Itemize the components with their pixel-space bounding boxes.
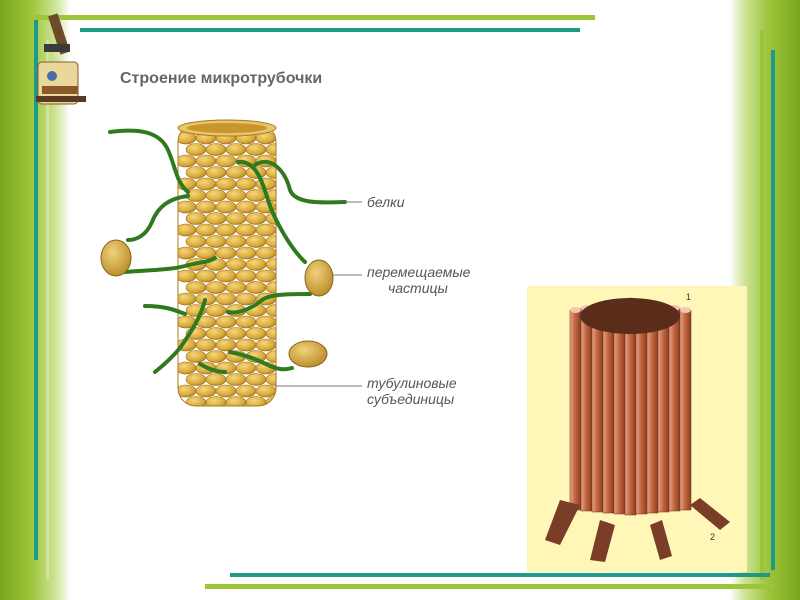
protofilament (646, 303, 659, 514)
particle-right (304, 259, 334, 297)
protofilament-top (680, 307, 691, 313)
protofilament (635, 301, 648, 515)
protein-strands (108, 128, 347, 374)
left-stripe-teal (34, 20, 38, 560)
tubulin-subunit (265, 373, 276, 386)
page-title: Строение микротрубочки (120, 70, 323, 87)
tubulin-subunit (265, 166, 276, 179)
figure-mark-2: 2 (710, 532, 715, 542)
label-particles-line2: частицы (388, 280, 448, 296)
label-subunits-line1: тубулиновые (367, 375, 457, 391)
bottom-stripe-green (205, 584, 775, 589)
label-leader-lines (275, 201, 362, 387)
particle-left (100, 239, 132, 277)
protofilament-top (570, 307, 581, 313)
tubulin-subunit (255, 223, 276, 237)
tubulin-subunit (265, 281, 276, 294)
particle-bottom (288, 340, 328, 368)
protofilament (657, 305, 670, 513)
left-stripe-green (46, 40, 49, 580)
tubulin-subunit (255, 315, 276, 329)
tubulin-subunit (265, 350, 276, 363)
tubulin-subunit (255, 384, 276, 398)
tubulin-subunit (255, 338, 276, 352)
tubulin-subunit (265, 327, 276, 340)
tubulin-subunit (265, 143, 276, 156)
label-subunits-line2: субъединицы (367, 391, 455, 407)
protofilaments (569, 297, 692, 516)
tubulin-subunit (265, 258, 276, 271)
label-proteins: белки (367, 194, 405, 210)
label-particles-line1: перемещаемые (367, 264, 471, 280)
protofilament (668, 307, 681, 512)
protofilament (602, 303, 615, 514)
protofilament (591, 305, 604, 513)
tubulin-subunit (265, 304, 276, 317)
bottom-stripe-teal (230, 573, 770, 577)
top-stripe-teal (80, 28, 580, 32)
tubulin-subunits (178, 131, 276, 406)
tubulin-subunit (265, 212, 276, 225)
top-stripe-green (35, 15, 595, 20)
tube-base-feet (545, 498, 730, 562)
protofilament (679, 309, 692, 511)
tubulin-subunit (255, 269, 276, 283)
protofilament (580, 307, 593, 512)
right-stripe-teal (771, 50, 775, 570)
figure-mark-1: 1 (686, 292, 691, 302)
protofilament (569, 309, 582, 511)
tube-opening (580, 298, 680, 334)
right-stripe-green (760, 30, 764, 580)
tubulin-subunit (265, 235, 276, 248)
tubulin-subunit (255, 246, 276, 260)
